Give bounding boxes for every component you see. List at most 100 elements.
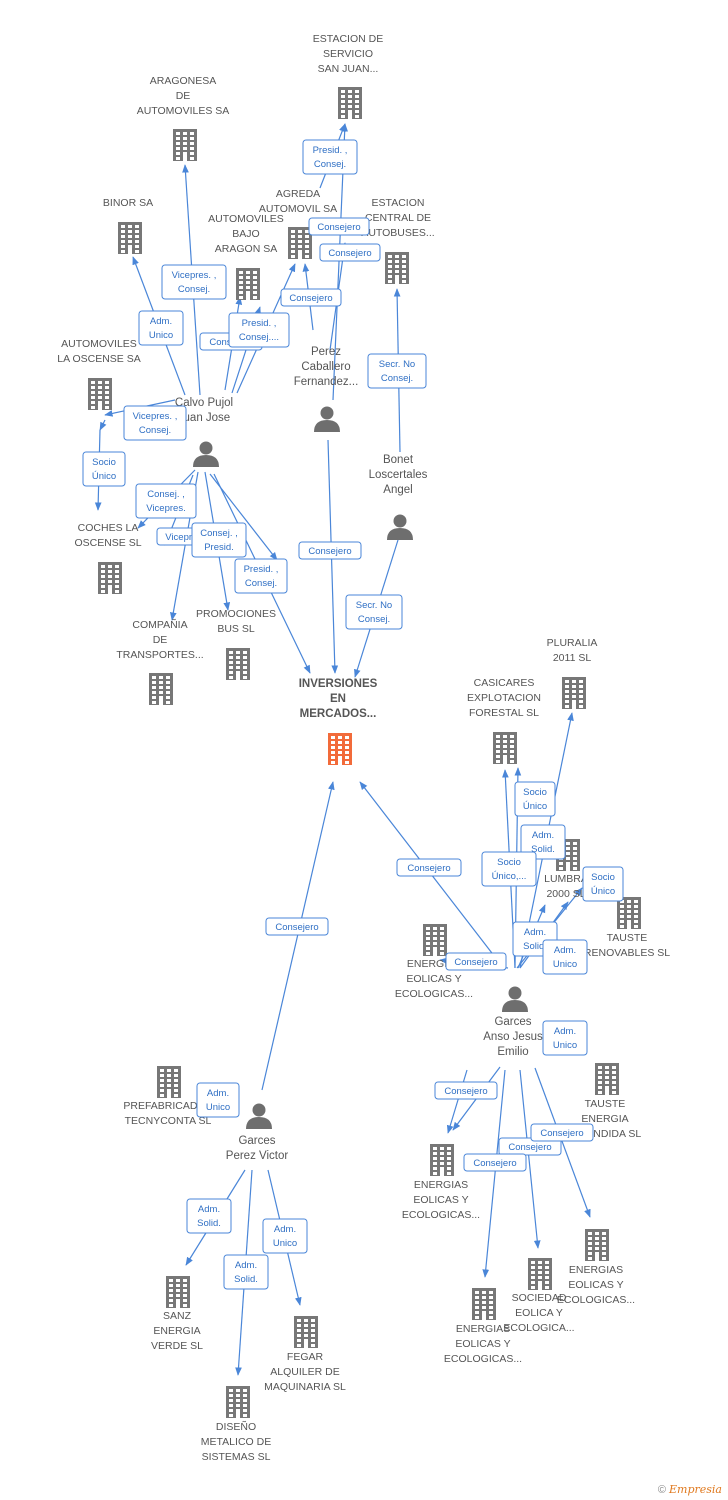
- relation-tag[interactable]: Presid. ,Consej....: [228, 312, 290, 348]
- company-icon[interactable]: [88, 378, 112, 410]
- company-icon[interactable]: [617, 897, 641, 929]
- relation-tag[interactable]: Adm.Unico: [542, 939, 588, 975]
- company-icon[interactable]: [236, 268, 260, 300]
- company-icon[interactable]: [118, 222, 142, 254]
- relation-tag[interactable]: Adm.Solid.: [520, 824, 566, 860]
- relation-tag-text: Consejero: [454, 957, 497, 968]
- company-icon[interactable]: [493, 732, 517, 764]
- company-icon[interactable]: [226, 1386, 250, 1418]
- footer-credit[interactable]: ©Empresia: [658, 1483, 722, 1496]
- company-icon[interactable]: [166, 1276, 190, 1308]
- company-icon[interactable]: [528, 1258, 552, 1290]
- relation-tag[interactable]: Consejero: [265, 917, 329, 936]
- relation-tag[interactable]: Consej. ,Presid.: [191, 522, 247, 558]
- company-icon[interactable]: [149, 673, 173, 705]
- relation-tag[interactable]: Adm.Unico: [196, 1082, 240, 1118]
- company-icon[interactable]: [294, 1316, 318, 1348]
- relation-tag[interactable]: Presid. ,Consej.: [234, 558, 288, 594]
- company-icon[interactable]: [98, 562, 122, 594]
- relation-tag[interactable]: Consejero: [530, 1123, 594, 1142]
- relation-tag[interactable]: Consejero: [319, 243, 381, 262]
- company-icon[interactable]: [385, 252, 409, 284]
- company-icon[interactable]: [472, 1288, 496, 1320]
- relation-tag[interactable]: Adm.Unico: [262, 1218, 308, 1254]
- relation-tag-text: Adm.Solid.: [523, 927, 547, 952]
- relation-tag[interactable]: Consejero: [445, 952, 507, 971]
- relation-tag[interactable]: Consejero: [498, 1137, 562, 1156]
- person-icon[interactable]: [314, 406, 340, 433]
- relation-tag[interactable]: Vicepres. ,Consej.: [161, 264, 227, 300]
- relation-tag-text: Consejero: [473, 1158, 516, 1169]
- company-icon[interactable]: [595, 1063, 619, 1095]
- relation-tag-text: Adm.Solid.: [197, 1204, 221, 1229]
- edge-line: [519, 1069, 541, 1249]
- edge-line: [534, 1067, 591, 1218]
- relation-tag[interactable]: Adm.Solid.: [223, 1254, 269, 1290]
- relation-tag-text: Adm.Unico: [273, 1224, 297, 1249]
- company-icon[interactable]: [288, 227, 312, 259]
- relation-tag[interactable]: Adm.Unico: [542, 1020, 588, 1056]
- relation-tag[interactable]: Adm.Unico: [138, 310, 184, 346]
- company-icon[interactable]: [157, 1066, 181, 1098]
- relation-tag-text: Adm.Unico: [553, 945, 577, 970]
- edge-line: [446, 1069, 468, 1134]
- company-icon[interactable]: [338, 87, 362, 119]
- relation-tag-text: Consejero: [275, 922, 318, 933]
- person-icon[interactable]: [246, 1103, 272, 1130]
- tags-layer: Presid. ,Consej.ConsejeroConsejeroVicepr…: [82, 139, 624, 1290]
- company-icon[interactable]: [226, 648, 250, 680]
- relation-tag[interactable]: Consejero: [298, 541, 362, 560]
- relation-tag-text: Consejero: [407, 863, 450, 874]
- company-icon[interactable]: [562, 677, 586, 709]
- target-company-icon[interactable]: [328, 733, 352, 765]
- company-icon[interactable]: [423, 924, 447, 956]
- relation-tag[interactable]: Consejero: [463, 1153, 527, 1172]
- company-icon[interactable]: [173, 129, 197, 161]
- relation-tag-text: Vicepres.: [165, 532, 204, 543]
- relation-tag-text: Adm.Solid.: [531, 830, 555, 855]
- company-icon[interactable]: [585, 1229, 609, 1261]
- person-icon[interactable]: [193, 441, 219, 468]
- relation-tag-text: Vicepres. ,Consej.: [172, 270, 217, 295]
- edge-line: [261, 781, 335, 1091]
- relation-tag[interactable]: Consejero: [308, 217, 370, 236]
- relation-tag-text: Consej. ,Presid.: [200, 528, 238, 553]
- person-icon[interactable]: [387, 514, 413, 541]
- company-icon[interactable]: [430, 1144, 454, 1176]
- relation-tag-text: Consejero: [444, 1086, 487, 1097]
- relation-tag[interactable]: Adm.Solid.: [186, 1198, 232, 1234]
- relation-tag[interactable]: Presid. ,Consej.: [302, 139, 358, 175]
- relation-tag-text: Consejero: [508, 1142, 551, 1153]
- relation-tag-text: Presid. ,Consej.: [313, 145, 348, 170]
- relation-tag-text: Consejero: [540, 1128, 583, 1139]
- relation-tag[interactable]: Consejero: [396, 858, 462, 877]
- relation-tag[interactable]: Consejero: [280, 288, 342, 307]
- relation-tag[interactable]: Consejero: [434, 1081, 498, 1100]
- person-icon[interactable]: [502, 986, 528, 1013]
- relation-tag[interactable]: Consej. ,Vicepres.: [135, 483, 197, 519]
- relation-tag[interactable]: Vicepres. ,Consej.: [123, 405, 187, 441]
